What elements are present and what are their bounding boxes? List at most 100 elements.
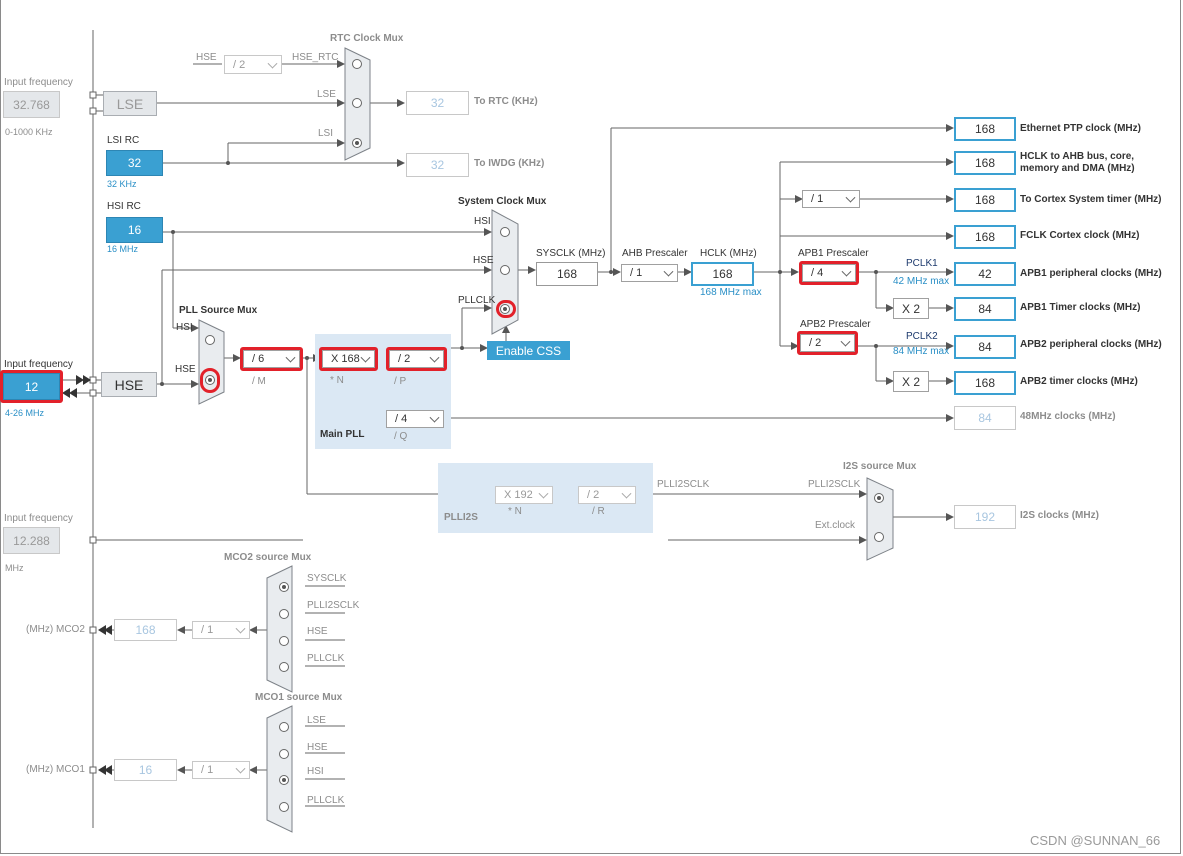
apb1-prescaler-label: APB1 Prescaler <box>798 248 869 259</box>
pll-p-highlight <box>386 347 447 371</box>
hclk-max-label: 168 MHz max <box>700 287 762 298</box>
apb1-timer-multiplier: X 2 <box>893 298 929 319</box>
mco1-radio-lse[interactable] <box>279 722 289 732</box>
lse-input-label: Input frequency <box>4 77 73 88</box>
sys-mux-radio-hsi[interactable] <box>500 227 510 237</box>
i2s-clock-value[interactable]: 192 <box>954 505 1016 529</box>
rtc-output-label: To RTC (KHz) <box>474 96 538 107</box>
rtc-mux-radio-lsi[interactable] <box>352 138 362 148</box>
lse-range-label: 0-1000 KHz <box>5 127 53 137</box>
plli2s-r-divider[interactable]: / 2 <box>578 486 636 504</box>
mco1-radio-pllclk[interactable] <box>279 802 289 812</box>
apb2-prescaler-highlight <box>797 331 858 355</box>
pll-m-divider[interactable]: / 6 <box>243 350 300 368</box>
rtc-mux-radio-lse[interactable] <box>352 98 362 108</box>
ethernet-ptp-value[interactable]: 168 <box>954 117 1016 141</box>
hclk-label: HCLK (MHz) <box>700 248 757 259</box>
fclk-label: FCLK Cortex clock (MHz) <box>1020 230 1140 241</box>
mco1-mux-title: MCO1 source Mux <box>255 692 343 703</box>
apb2-peripheral-value[interactable]: 84 <box>954 335 1016 359</box>
ext-unit-label: MHz <box>5 563 24 573</box>
mco2-output-label: (MHz) MCO2 <box>26 624 85 635</box>
apb1-timer-label: APB1 Timer clocks (MHz) <box>1020 302 1141 313</box>
mco2-input-pllclk: PLLCLK <box>307 653 345 664</box>
sys-mux-hse-label: HSE <box>473 255 494 266</box>
mco2-output-value: 168 <box>114 619 177 641</box>
apb1-peripheral-value[interactable]: 42 <box>954 262 1016 286</box>
lse-input-field[interactable]: 32.768 <box>3 91 60 118</box>
ext-input-field[interactable]: 12.288 <box>3 527 60 554</box>
hclk-input[interactable]: 168 <box>691 262 754 286</box>
sys-mux-radio-hse[interactable] <box>500 265 510 275</box>
clk48-value[interactable]: 84 <box>954 406 1016 430</box>
enable-css-button[interactable]: Enable CSS <box>487 341 570 360</box>
pclk1-label: PCLK1 <box>906 258 938 269</box>
apb1-timer-value[interactable]: 84 <box>954 297 1016 321</box>
apb2-timer-label: APB2 timer clocks (MHz) <box>1020 376 1138 387</box>
mco1-input-hsi: HSI <box>307 766 324 777</box>
hse-range-label: 4-26 MHz <box>5 408 45 418</box>
apb1-prescaler-select[interactable]: / 4 <box>802 264 856 282</box>
pll-p-divider[interactable]: / 2 <box>389 350 444 368</box>
mco2-radio-pllclk[interactable] <box>279 662 289 672</box>
rtc-lse-label: LSE <box>317 89 336 100</box>
main-pll-label: Main PLL <box>320 429 365 440</box>
plli2s-out-label: PLLI2SCLK <box>657 479 710 490</box>
pll-n-label: * N <box>330 375 344 386</box>
mco2-radio-sysclk[interactable] <box>279 582 289 592</box>
apb2-timer-value[interactable]: 168 <box>954 371 1016 395</box>
rtc-mux-radio-hse[interactable] <box>352 59 362 69</box>
hclk-ahb-value[interactable]: 168 <box>954 151 1016 175</box>
mco1-radio-hsi[interactable] <box>279 775 289 785</box>
sysclk-label: SYSCLK (MHz) <box>536 248 606 259</box>
i2s-plli2sclk-label: PLLI2SCLK <box>808 479 861 490</box>
mco1-mux-shape <box>266 705 293 833</box>
plli2s-n-label: * N <box>508 506 522 517</box>
pll-m-label: / M <box>252 376 266 387</box>
hsi-value: 16 <box>106 217 163 243</box>
i2s-mux-radio-plli2s[interactable] <box>874 493 884 503</box>
i2s-ext-label: Ext.clock <box>815 520 856 531</box>
hsi-title: HSI RC <box>107 201 141 212</box>
apb2-prescaler-label: APB2 Prescaler <box>800 319 871 330</box>
rtc-lsi-label: LSI <box>318 128 334 139</box>
mco1-divider[interactable]: / 1 <box>192 761 250 779</box>
rtc-hse-divider[interactable]: / 2 <box>224 55 282 74</box>
apb2-peripheral-label: APB2 peripheral clocks (MHz) <box>1020 339 1162 350</box>
pll-src-mux-title: PLL Source Mux <box>179 305 258 316</box>
pll-q-label: / Q <box>394 431 408 442</box>
apb2-prescaler-select[interactable]: / 2 <box>800 334 855 352</box>
pll-src-radio-hsi[interactable] <box>205 335 215 345</box>
pclk2-label: PCLK2 <box>906 331 938 342</box>
hclk-ahb-label: HCLK to AHB bus, core, memory and DMA (M… <box>1020 151 1135 173</box>
fclk-value[interactable]: 168 <box>954 225 1016 249</box>
sys-mux-pllclk-label: PLLCLK <box>458 295 496 306</box>
pll-q-divider[interactable]: / 4 <box>386 410 444 428</box>
cortex-timer-divider[interactable]: / 1 <box>802 190 860 208</box>
mco2-input-plli2sclk: PLLI2SCLK <box>307 600 360 611</box>
mco2-mux-shape <box>266 565 293 693</box>
pll-src-hse-label: HSE <box>175 364 196 375</box>
pclk1-max-label: 42 MHz max <box>893 276 950 287</box>
hse-input-field[interactable]: 12 <box>3 373 60 400</box>
rtc-hse-rtc-label: HSE_RTC <box>292 52 339 63</box>
sysclk-value: 168 <box>536 262 598 286</box>
lse-block: LSE <box>103 91 157 116</box>
mco2-radio-plli2sclk[interactable] <box>279 609 289 619</box>
pll-n-multiplier[interactable]: X 168 <box>322 350 375 368</box>
mco1-radio-hse[interactable] <box>279 749 289 759</box>
plli2s-n-multiplier[interactable]: X 192 <box>495 486 553 504</box>
iwdg-output-label: To IWDG (KHz) <box>474 158 545 169</box>
hse-block: HSE <box>101 372 157 397</box>
ahb-prescaler-label: AHB Prescaler <box>622 248 688 259</box>
i2s-mux-radio-ext[interactable] <box>874 532 884 542</box>
cortex-timer-value[interactable]: 168 <box>954 188 1016 212</box>
rtc-output-value: 32 <box>406 91 469 115</box>
ahb-prescaler-select[interactable]: / 1 <box>621 264 678 282</box>
i2s-mux-title: I2S source Mux <box>843 461 917 472</box>
mco2-input-sysclk: SYSCLK <box>307 573 347 584</box>
mco2-radio-hse[interactable] <box>279 636 289 646</box>
mco1-input-lse: LSE <box>307 715 326 726</box>
mco2-divider[interactable]: / 1 <box>192 621 250 639</box>
